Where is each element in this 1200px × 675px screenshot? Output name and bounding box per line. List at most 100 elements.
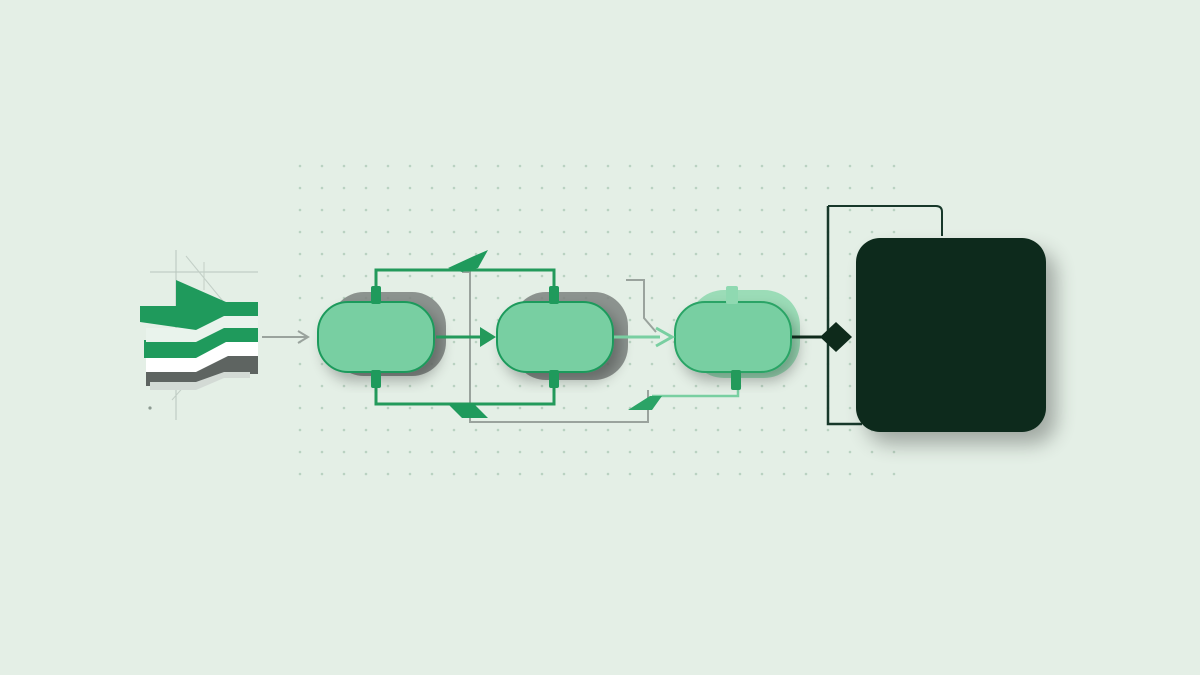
grid-dot [672,384,676,388]
grid-dot [320,472,324,476]
grid-dot [342,186,346,190]
grid-dot [496,164,500,168]
grid-dot [562,208,566,212]
grid-dot [298,384,302,388]
grid-dot [694,274,698,278]
grid-dot [694,406,698,410]
grid-dot [430,208,434,212]
grid-dot [298,274,302,278]
grid-dot [892,164,896,168]
grid-dot [804,230,808,234]
stack-layer-top-arrow [140,280,258,330]
grid-dot [584,274,588,278]
grid-dot [540,428,544,432]
grid-dot [298,208,302,212]
grid-dot [298,230,302,234]
grid-dot [848,450,852,454]
grid-dot [408,186,412,190]
grid-dot [782,450,786,454]
grid-dot [452,362,456,366]
stack-layer-shade [150,372,250,390]
grid-dot [584,428,588,432]
grid-dot [892,472,896,476]
flag-bottom [448,404,488,418]
grid-dot [474,230,478,234]
grid-dot [386,274,390,278]
grid-dot [738,252,742,256]
grid-dot [320,186,324,190]
grid-dot [342,472,346,476]
grid-dot [496,384,500,388]
grid-dot [694,450,698,454]
grid-dot [298,450,302,454]
grid-dot [760,208,764,212]
grid-dot [408,230,412,234]
grid-dot [342,252,346,256]
grid-dot [826,450,830,454]
grid-dot [738,472,742,476]
grid-dot [848,164,852,168]
grid-dot [408,252,412,256]
grid-dot [650,472,654,476]
grid-dot [562,252,566,256]
grid-dot [650,340,654,344]
grid-dot [452,252,456,256]
grid-dot [386,252,390,256]
node-body [317,301,435,373]
grid-dot [672,208,676,212]
grid-dot [518,208,522,212]
grid-dot [628,450,632,454]
grid-dot [672,428,676,432]
grid-dot [320,252,324,256]
grid-dot [452,274,456,278]
grid-dot [408,450,412,454]
grid-dot [672,252,676,256]
grid-dot [628,340,632,344]
grid-dot [474,450,478,454]
grid-dot [672,450,676,454]
grid-dot [804,362,808,366]
grid-dot [870,450,874,454]
grid-dot [452,318,456,322]
grid-dot [320,384,324,388]
grid-dot [452,208,456,212]
grid-dot [474,428,478,432]
grid-dot [562,274,566,278]
grid-dot [628,362,632,366]
grid-dot [430,274,434,278]
grid-dot [738,186,742,190]
grid-dot [298,296,302,300]
grid-dot [650,208,654,212]
grid-dot [518,428,522,432]
grid-dot [584,252,588,256]
grid-dot [474,164,478,168]
grid-dot [496,186,500,190]
grid-dot [430,428,434,432]
grid-dot [430,186,434,190]
connector-source-to-node1 [262,330,310,344]
grid-dot [430,472,434,476]
grid-dot [342,406,346,410]
grid-dot [298,472,302,476]
grid-dot [496,208,500,212]
grid-dot [870,472,874,476]
grid-dot [584,186,588,190]
node-port-bottom [549,370,559,388]
grid-dot [452,164,456,168]
grid-dot [628,296,632,300]
connector-node1-to-node2 [436,327,496,347]
grid-dot [562,384,566,388]
grid-dot [716,274,720,278]
grid-dot [804,208,808,212]
grid-dot [804,406,808,410]
grid-dot [672,164,676,168]
grid-dot [452,384,456,388]
grid-dot [386,472,390,476]
grid-dot [606,428,610,432]
flag-top [448,250,488,272]
grid-dot [848,296,852,300]
grid-dot [364,384,368,388]
grid-dot [738,230,742,234]
